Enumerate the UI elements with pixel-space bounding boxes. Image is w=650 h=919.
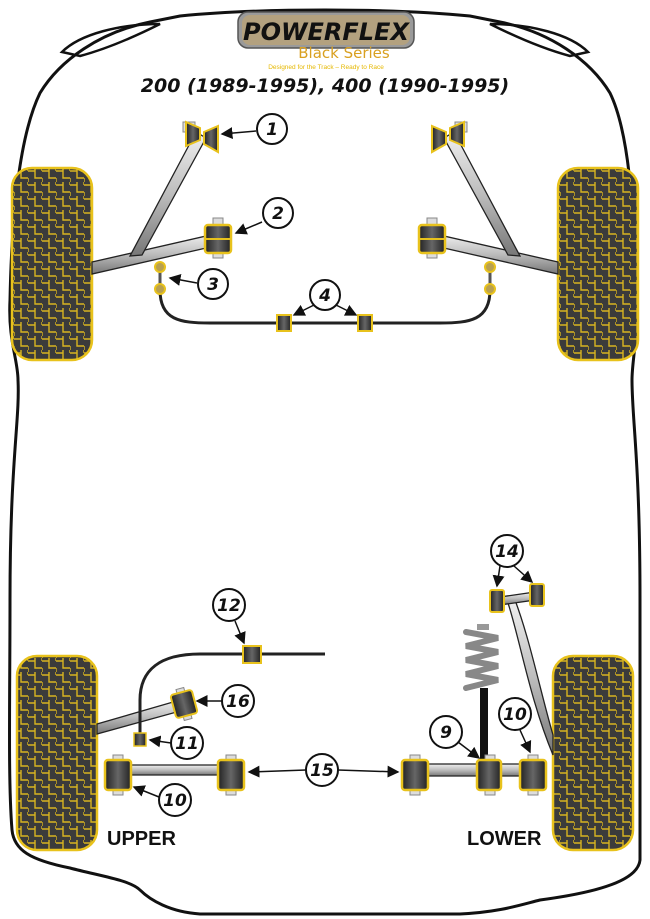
callout-12: 12 xyxy=(212,588,246,645)
tyre-rear-right xyxy=(551,654,635,852)
front-left-wishbone xyxy=(91,131,216,275)
svg-text:4: 4 xyxy=(318,286,331,306)
callout-1: 1 xyxy=(220,113,288,145)
callout-14: 14 xyxy=(490,534,534,588)
drop-link-right xyxy=(484,261,496,295)
bush-12 xyxy=(242,645,262,664)
bush-2-left xyxy=(203,217,233,259)
bush-15-upper-inner xyxy=(216,754,246,796)
car-body-outline xyxy=(8,8,642,916)
upper-label: UPPER xyxy=(107,828,176,850)
logo-tagline: Designed for the Track – Ready to Race xyxy=(268,64,384,71)
bush-4-right xyxy=(357,314,373,332)
svg-text:14: 14 xyxy=(495,542,519,562)
powerflex-logo: POWERFLEX Black Series Designed for the … xyxy=(237,11,415,71)
svg-text:10: 10 xyxy=(163,791,187,811)
bush-1-left xyxy=(182,120,219,154)
callout-11: 11 xyxy=(148,726,204,760)
front-anti-roll-bar xyxy=(158,289,492,325)
bush-10-lower xyxy=(518,754,548,796)
callout-10-lower: 10 xyxy=(498,697,532,754)
rear-lower-trailing-arm xyxy=(507,599,554,756)
tyre-rear-left xyxy=(15,654,99,852)
svg-text:1: 1 xyxy=(266,120,278,140)
logo-series: Black Series xyxy=(298,44,390,62)
callout-10-upper: 10 xyxy=(132,783,192,817)
bush-14-right xyxy=(529,583,545,607)
svg-text:11: 11 xyxy=(175,734,199,754)
callout-2: 2 xyxy=(234,197,294,235)
svg-text:9: 9 xyxy=(440,723,452,743)
lower-label: LOWER xyxy=(467,828,542,850)
svg-text:16: 16 xyxy=(226,692,250,712)
tyre-front-right xyxy=(556,166,640,362)
page-title: 200 (1989-1995), 400 (1990-1995) xyxy=(141,75,509,97)
callout-15: 15 xyxy=(247,753,400,787)
rear-anti-roll-bar xyxy=(138,652,325,735)
bush-10-upper-outer xyxy=(103,754,133,796)
bush-1-right xyxy=(431,120,468,154)
bush-15-lower-inner xyxy=(400,754,430,796)
logo-brand-name: POWERFLEX xyxy=(243,18,410,46)
bush-11 xyxy=(133,732,147,747)
svg-text:2: 2 xyxy=(272,204,284,224)
bush-2-right xyxy=(417,217,447,259)
rear-upper-lateral-arm xyxy=(129,764,221,776)
headlight-right xyxy=(489,22,591,58)
callout-4: 4 xyxy=(292,279,358,316)
bush-9 xyxy=(475,754,503,796)
headlight-left xyxy=(59,22,161,58)
tyre-front-left xyxy=(10,166,94,362)
bush-4-left xyxy=(276,314,292,332)
callout-3: 3 xyxy=(168,268,229,300)
callout-9: 9 xyxy=(429,715,481,759)
drop-link-left xyxy=(154,261,166,295)
callout-16: 16 xyxy=(195,684,255,718)
bush-14-left xyxy=(489,589,505,613)
svg-text:3: 3 xyxy=(207,275,219,295)
bush-16 xyxy=(169,686,199,722)
svg-text:12: 12 xyxy=(217,596,241,616)
front-right-wishbone xyxy=(434,131,559,275)
coil-spring-damper xyxy=(463,624,499,760)
svg-text:15: 15 xyxy=(310,761,334,781)
svg-text:10: 10 xyxy=(503,705,527,725)
